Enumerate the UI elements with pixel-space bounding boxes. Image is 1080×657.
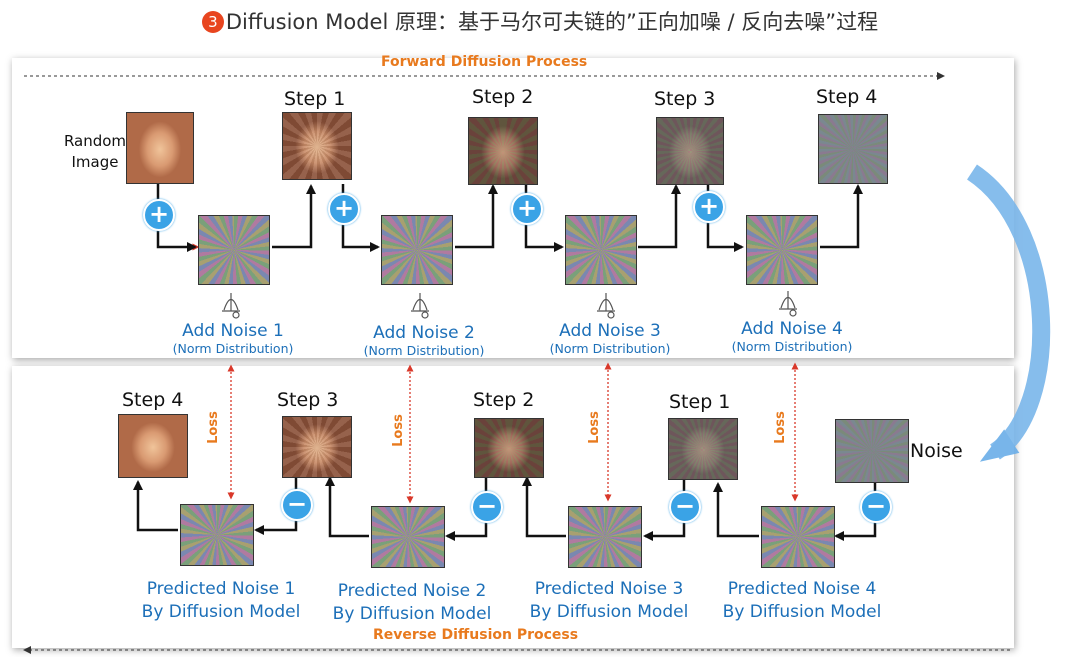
random-image-label: Random Image — [63, 132, 127, 171]
random-image — [126, 112, 194, 184]
reverse-step-3-label: Step 3 — [277, 389, 339, 411]
norm-dist-icon-1 — [222, 293, 240, 319]
norm-dist-icon-2 — [411, 293, 429, 319]
predicted-noise-3 — [568, 506, 642, 568]
forward-step-4-label: Step 4 — [816, 86, 878, 108]
forward-step-2-label: Step 2 — [472, 86, 534, 108]
forward-noise-3 — [565, 215, 637, 285]
fwd-link-3-in — [524, 222, 564, 252]
fwd-link-2-out — [455, 184, 498, 249]
norm-dist-icon-4 — [779, 291, 797, 317]
predicted-noise-1 — [180, 504, 254, 566]
loss-label-1: Loss — [205, 411, 221, 444]
reverse-step-1-label: Step 1 — [669, 391, 731, 413]
denoise-minus-3: − — [669, 491, 701, 523]
add-noise-plus-2: + — [328, 193, 360, 225]
curved-transition-arrow — [966, 164, 1051, 462]
rev-link-3-out — [522, 476, 566, 538]
reverse-step-2-label: Step 2 — [473, 389, 535, 411]
forward-step-1-label: Step 1 — [284, 88, 346, 110]
add-noise-1-label: Add Noise 1 (Norm Distribution) — [172, 321, 294, 356]
fwd-link-4-out — [820, 184, 863, 249]
reverse-process-label: Reverse Diffusion Process — [373, 627, 579, 643]
reverse-step-3-image — [282, 416, 352, 478]
title-text: Diffusion Model 原理：基于马尔可夫链的”正向加噪 / 反向去噪”… — [225, 10, 879, 34]
forward-process-label: Forward Diffusion Process — [381, 54, 588, 70]
forward-step-2-image — [468, 117, 538, 185]
noise-label: Noise — [910, 440, 963, 462]
add-noise-3-label: Add Noise 3 (Norm Distribution) — [549, 321, 671, 356]
predicted-noise-4 — [761, 506, 835, 568]
rev-link-1-in — [254, 520, 298, 535]
fwd-link-3-out — [638, 184, 681, 249]
rev-link-2-in — [445, 520, 488, 541]
fwd-link-1-in — [156, 226, 197, 252]
forward-noise-4 — [746, 215, 818, 285]
rev-link-2-out — [325, 476, 369, 538]
reverse-panel — [12, 366, 1014, 648]
add-noise-4-label: Add Noise 4 (Norm Distribution) — [731, 319, 853, 354]
reverse-step-1-image — [668, 418, 738, 480]
predicted-noise-3-label: Predicted Noise 3 By Diffusion Model — [529, 579, 689, 622]
predicted-noise-1-label: Predicted Noise 1 By Diffusion Model — [141, 579, 301, 622]
forward-step-3-label: Step 3 — [654, 88, 716, 110]
predicted-noise-2-label: Predicted Noise 2 By Diffusion Model — [332, 581, 492, 624]
norm-dist-icon-3 — [597, 293, 615, 319]
step-number-badge: 3 — [201, 11, 224, 33]
fwd-link-4-in — [706, 220, 744, 252]
forward-step-3-image — [656, 117, 724, 185]
fwd-link-1-out — [272, 184, 316, 249]
add-noise-plus-4: + — [693, 191, 725, 223]
add-noise-plus-1: + — [143, 199, 175, 231]
denoise-minus-1: − — [281, 489, 313, 521]
rev-link-1-out — [133, 480, 178, 532]
fwd-link-2-in — [341, 222, 380, 252]
predicted-noise-4-label: Predicted Noise 4 By Diffusion Model — [722, 579, 882, 622]
add-noise-2-label: Add Noise 2 (Norm Distribution) — [363, 323, 485, 358]
reverse-step-4-label: Step 4 — [122, 389, 184, 411]
rev-link-4-in — [834, 520, 877, 541]
denoise-minus-4: − — [860, 491, 892, 523]
reverse-step-4-image — [118, 414, 188, 478]
reverse-step-2-image — [474, 418, 544, 478]
loss-label-4: Loss — [772, 411, 788, 444]
loss-label-2: Loss — [390, 414, 406, 447]
forward-step-1-image — [282, 112, 352, 180]
predicted-noise-2 — [371, 506, 445, 568]
forward-noise-2 — [381, 215, 453, 285]
add-noise-plus-3: + — [511, 193, 543, 225]
denoise-minus-2: − — [471, 491, 503, 523]
forward-noise-1 — [198, 215, 270, 285]
reverse-noise-image — [835, 419, 909, 483]
rev-link-3-in — [643, 520, 686, 541]
rev-link-4-out — [713, 482, 759, 538]
forward-step-4-image — [818, 114, 888, 184]
loss-label-3: Loss — [586, 411, 602, 444]
